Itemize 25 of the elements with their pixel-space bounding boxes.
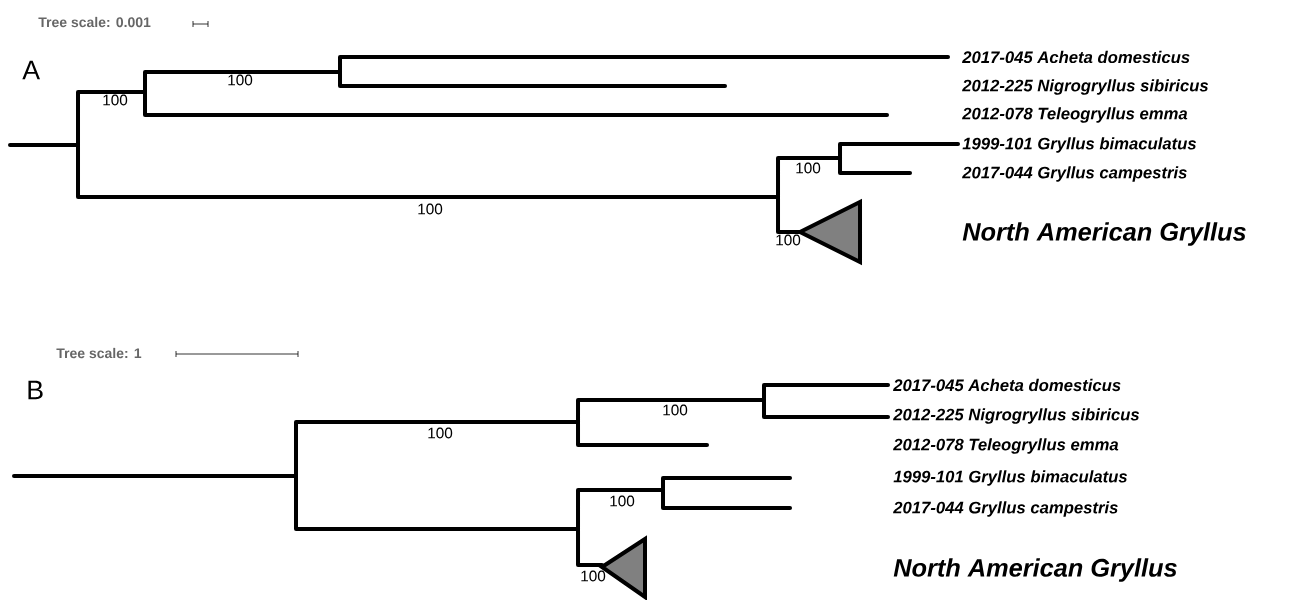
bootstrap-value: 100	[103, 94, 128, 106]
taxon-label: 2017-045 Acheta domesticus	[962, 50, 1190, 64]
clade-label: North American Gryllus	[962, 222, 1246, 246]
panel-letter: A	[22, 60, 40, 80]
bootstrap-value: 100	[581, 570, 606, 582]
bootstrap-value: 100	[418, 203, 443, 215]
bootstrap-value: 100	[228, 74, 253, 86]
taxon-label: 2012-078 Teleogryllus emma	[893, 438, 1119, 454]
taxon-label: 2012-225 Nigrogryllus sibiricus	[962, 79, 1209, 95]
bootstrap-value: 100	[796, 162, 821, 174]
clade-label: North American Gryllus	[893, 558, 1177, 582]
taxon-label: 2017-045 Acheta domesticus	[893, 378, 1121, 392]
taxon-label: 1999-101 Gryllus bimaculatus	[893, 470, 1128, 486]
taxon-label: 2012-225 Nigrogryllus sibiricus	[893, 408, 1140, 424]
bootstrap-value: 100	[776, 234, 801, 246]
bootstrap-value: 100	[428, 427, 453, 439]
taxon-label: 2012-078 Teleogryllus emma	[962, 107, 1188, 123]
taxon-label: 2017-044 Gryllus campestris	[893, 501, 1118, 517]
scale-label: Tree scale: 1	[56, 347, 142, 359]
panel-letter: B	[28, 380, 43, 400]
bootstrap-value: 100	[610, 495, 635, 507]
scale-label: Tree scale: 0.001	[38, 16, 151, 28]
taxon-label: 1999-101 Gryllus bimaculatus	[962, 137, 1197, 153]
taxon-label: 2017-044 Gryllus campestris	[962, 166, 1187, 182]
bootstrap-value: 100	[663, 404, 688, 416]
